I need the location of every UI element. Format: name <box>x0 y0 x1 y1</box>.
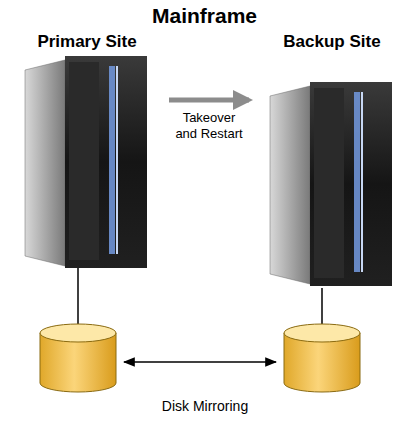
site-heading: Primary Site <box>8 32 166 52</box>
site-heading: Backup Site <box>252 32 409 52</box>
mainframe-cabinet <box>8 56 166 268</box>
mainframe-site: Primary Site <box>8 32 166 268</box>
cable-line <box>321 288 323 326</box>
disk-cylinder <box>284 324 360 392</box>
cable-line <box>77 268 79 326</box>
diagram-title: Mainframe <box>0 4 409 28</box>
edge-label: Takeover and Restart <box>170 110 248 141</box>
mainframe-site: Backup Site <box>252 32 409 286</box>
mainframe-cabinet <box>252 82 409 286</box>
mirror-arrow <box>124 361 276 363</box>
mirror-label: Disk Mirroring <box>125 398 285 414</box>
disk-cylinder <box>40 324 116 392</box>
takeover-arrow <box>169 98 249 103</box>
